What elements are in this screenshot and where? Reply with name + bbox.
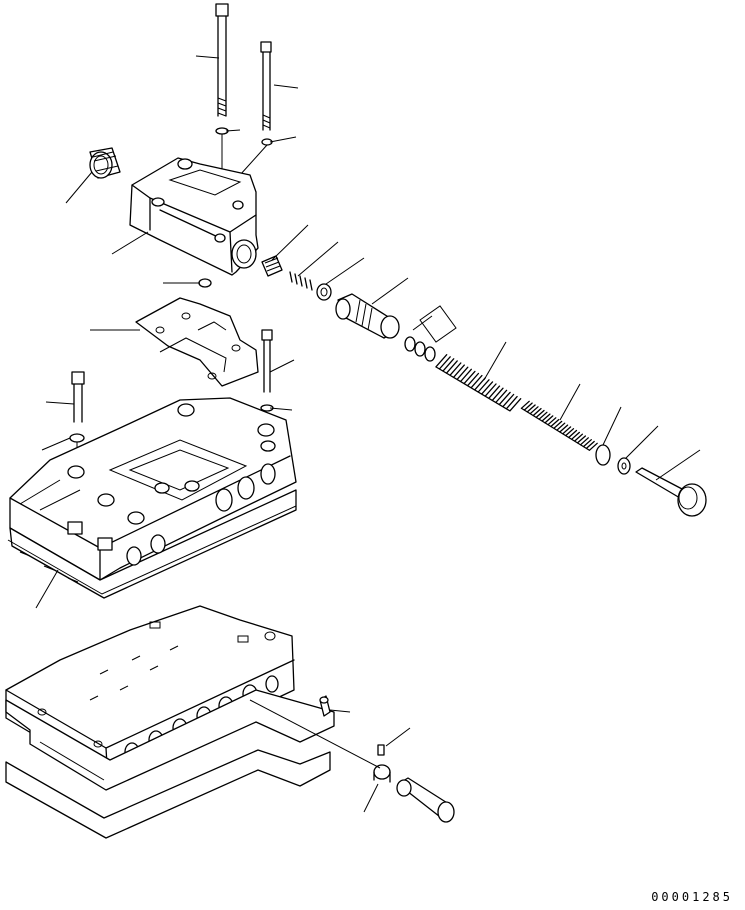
leader-lines xyxy=(35,55,701,813)
drawing-number: 00001285 xyxy=(651,890,733,904)
piston xyxy=(316,283,332,301)
plug xyxy=(89,147,121,179)
bolt-mid-right xyxy=(260,329,274,412)
washer xyxy=(617,457,631,475)
lower-plate xyxy=(5,749,331,839)
valve-cover xyxy=(129,157,259,276)
large-spring xyxy=(435,354,522,412)
inner-spring xyxy=(520,400,598,451)
small-spring xyxy=(289,271,313,291)
long-bolt-top xyxy=(215,3,229,117)
ring xyxy=(595,444,611,466)
collar xyxy=(373,764,391,783)
gasket xyxy=(135,297,259,387)
spool xyxy=(335,293,400,339)
plate xyxy=(7,505,297,595)
small-washer xyxy=(198,278,212,288)
washer xyxy=(215,127,273,146)
nipple xyxy=(319,695,331,717)
spring-seat xyxy=(261,255,283,277)
upper-valve-body xyxy=(9,397,297,599)
pin xyxy=(377,744,385,756)
end-plug xyxy=(635,467,707,517)
base-plate xyxy=(5,689,335,791)
bolt-top-right xyxy=(260,41,272,131)
sensor xyxy=(396,777,455,823)
o-ring xyxy=(404,336,436,362)
bolt-mid-left xyxy=(69,371,85,443)
